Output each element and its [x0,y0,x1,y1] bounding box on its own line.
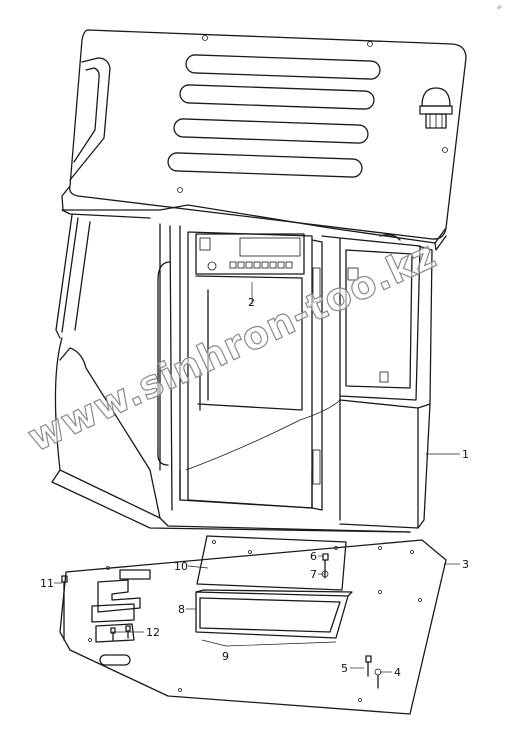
callout-5: 5 [341,662,348,675]
bolt-6-7 [321,553,329,579]
callout-2: 2 [248,296,255,309]
beacon-lamp [419,87,453,129]
floor-holes [88,546,422,702]
control-panel [195,233,305,275]
roof-handle [69,57,111,181]
callout-6: 6 [310,550,317,563]
bolt-11 [61,575,68,641]
cab-assembly [51,29,467,533]
cab-roof [69,29,467,240]
callout-7: 7 [310,568,317,581]
watermark-text: www.sinhron-too.kz [21,232,443,460]
bolt-12 [110,625,131,641]
callout-4: 4 [394,666,401,679]
callout-leaders [54,282,460,673]
roof-bolts [177,35,448,193]
bolt-4-5 [365,655,382,689]
callout-8: 8 [178,603,185,616]
callout-3: 3 [462,558,469,571]
callout-11: 11 [40,577,54,590]
callout-1: 1 [462,448,469,461]
cab-door [179,469,313,509]
floor-plate [59,539,447,715]
corner-mark: sP [497,5,502,10]
left-window [55,214,91,339]
cover-frame [195,589,353,639]
cab-roof-edge [61,185,447,244]
door-handle [157,261,171,466]
access-cover [196,535,347,591]
callout-9: 9 [222,650,229,663]
roof-ribs [167,54,381,178]
callout-12: 12 [146,626,160,639]
cab-door-frame [159,223,181,511]
callout-10: 10 [174,560,188,573]
panel-switches [229,261,293,269]
